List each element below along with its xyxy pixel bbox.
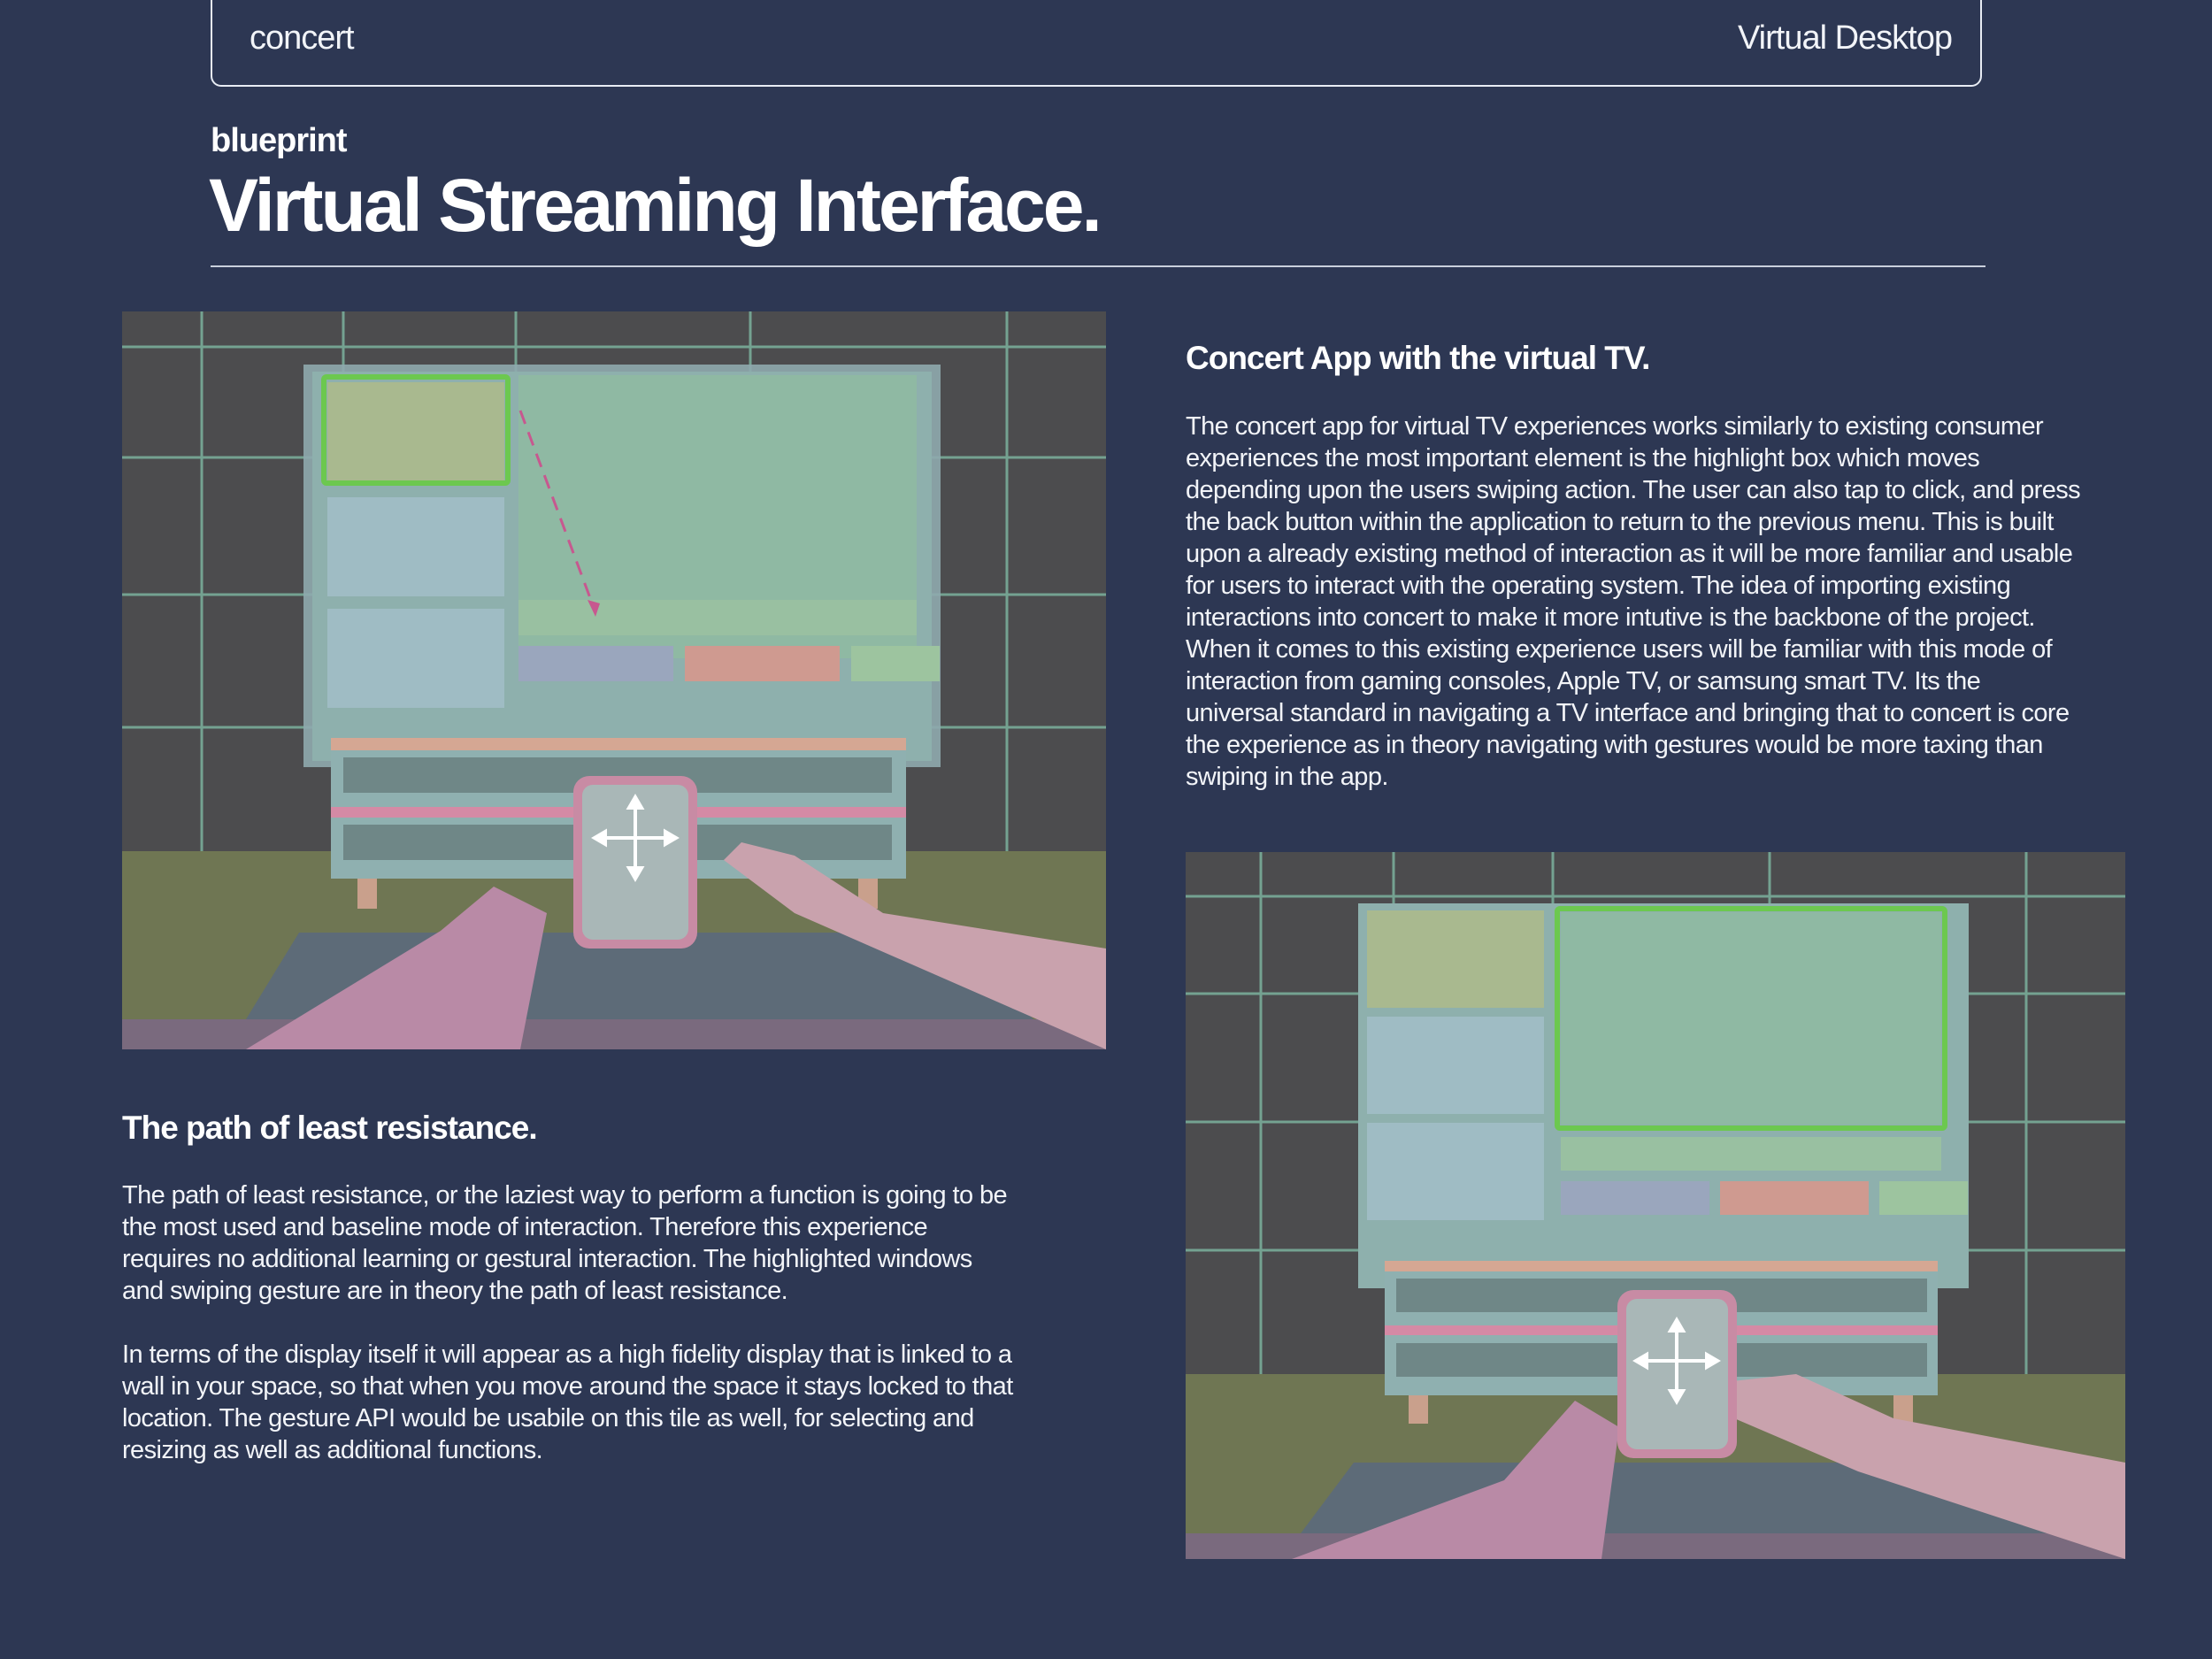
section-body-virtual-tv: The concert app for virtual TV experienc… [1186, 412, 2081, 791]
section-heading-virtual-tv: Concert App with the virtual TV. [1186, 340, 1650, 376]
illustration-swipe-highlight-tile [122, 311, 1106, 1049]
page-title: Virtual Streaming Interface. [209, 164, 1102, 247]
section-heading-least-resistance: The path of least resistance. [122, 1110, 538, 1146]
section-body-least-resistance-1: The path of least resistance, or the laz… [122, 1181, 1008, 1305]
illustration-highlight-main-tile [1186, 852, 2125, 1559]
header-bar: concert Virtual Desktop [211, 0, 1982, 87]
title-divider [211, 265, 1985, 267]
page-kicker: blueprint [211, 122, 348, 159]
section-body-least-resistance-2: In terms of the display itself it will a… [122, 1340, 1013, 1464]
context-label: Virtual Desktop [1738, 19, 1953, 57]
brand-label: concert [250, 19, 355, 57]
